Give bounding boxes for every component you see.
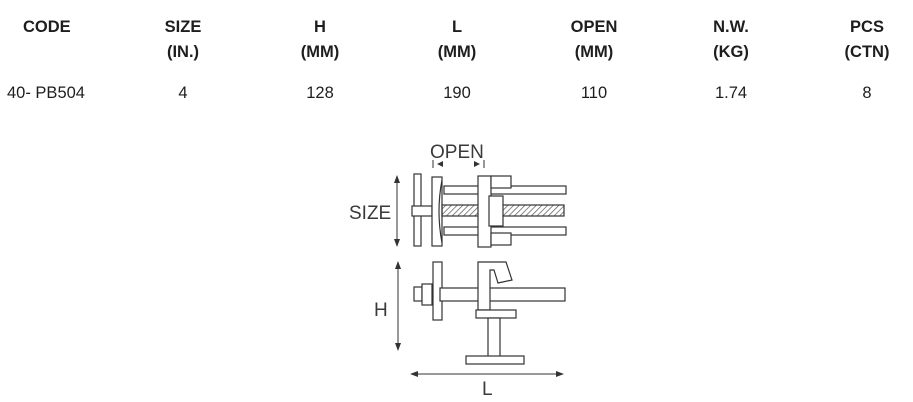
cell-size: 4	[178, 84, 188, 102]
header-open: OPEN (MM)	[571, 15, 618, 65]
open-label: OPEN	[430, 142, 484, 163]
header-size-unit: (IN.)	[166, 43, 200, 61]
h-dimension: H	[374, 261, 401, 351]
header-size-label: SIZE	[164, 18, 202, 36]
cell-nw: 1.74	[714, 84, 748, 102]
cell-code: 40- PB504	[7, 84, 85, 102]
header-code-label: CODE	[23, 18, 71, 36]
vise-drawing-svg: OPEN SIZE H	[349, 142, 567, 398]
side-view-vise	[413, 261, 566, 365]
vise-technical-drawing: OPEN SIZE H	[340, 136, 580, 398]
header-size: SIZE (IN.)	[165, 15, 202, 65]
header-pcs: PCS (CTN)	[845, 15, 890, 65]
size-dimension: SIZE	[349, 175, 400, 247]
top-view-vise	[411, 173, 567, 248]
header-h-label: H	[314, 18, 326, 36]
cell-pcs: 8	[862, 84, 872, 102]
l-label: L	[482, 379, 493, 398]
header-h-unit: (MM)	[300, 43, 340, 61]
cell-h: 128	[306, 84, 334, 102]
h-label: H	[374, 300, 388, 321]
header-nw: N.W. (KG)	[713, 15, 749, 65]
spec-table: CODE SIZE (IN.) H (MM) L (MM) OPEN (MM) …	[0, 0, 913, 110]
header-open-label: OPEN	[570, 18, 618, 36]
header-nw-unit: (KG)	[713, 43, 749, 61]
header-code: CODE	[23, 15, 71, 40]
l-dimension: L	[410, 371, 564, 398]
header-pcs-label: PCS	[850, 18, 884, 36]
open-dimension: OPEN	[430, 142, 485, 168]
header-nw-label: N.W.	[713, 18, 749, 36]
cell-open: 110	[580, 84, 608, 102]
size-label: SIZE	[349, 203, 391, 224]
header-l-unit: (MM)	[437, 43, 477, 61]
cell-l: 190	[443, 84, 471, 102]
header-h: H (MM)	[301, 15, 339, 65]
header-l: L (MM)	[438, 15, 476, 65]
header-pcs-unit: (CTN)	[844, 43, 890, 61]
header-open-unit: (MM)	[574, 43, 614, 61]
header-l-label: L	[451, 18, 463, 36]
